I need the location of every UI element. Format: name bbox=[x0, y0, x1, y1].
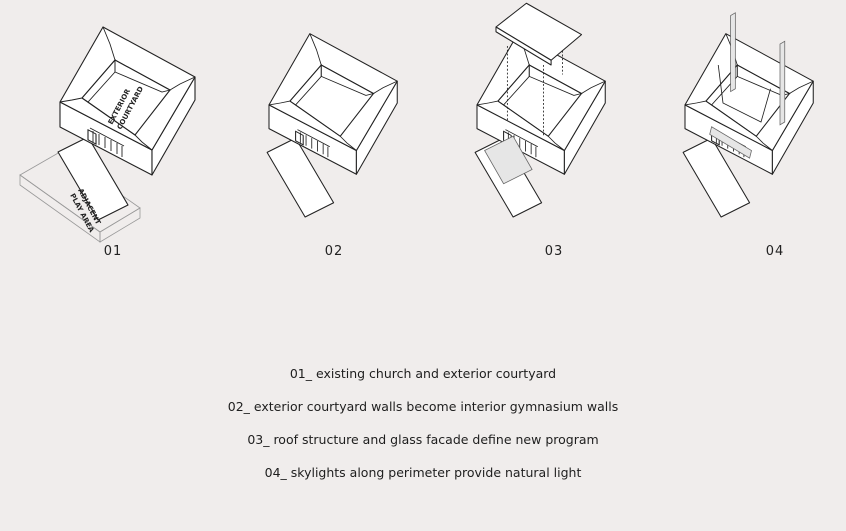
step-number-01: 01 bbox=[103, 244, 123, 259]
caption-02: 02_ exterior courtyard walls become inte… bbox=[227, 399, 619, 414]
glass-facade bbox=[709, 126, 752, 159]
diagram-04 bbox=[682, 12, 814, 218]
skylight-left bbox=[730, 12, 736, 93]
caption-03: 03_ roof structure and glass facade defi… bbox=[247, 432, 599, 447]
glass-facade bbox=[484, 135, 533, 185]
step-number-02: 02 bbox=[324, 244, 344, 259]
diagram-02 bbox=[266, 33, 398, 218]
step-number-03: 03 bbox=[544, 244, 564, 259]
diagram-01: EXTERIOR COURTYARD ADJACENT PLAY AREA bbox=[19, 26, 196, 243]
diagram-03 bbox=[474, 2, 606, 218]
step-number-04: 04 bbox=[765, 244, 785, 259]
caption-01: 01_ existing church and exterior courtya… bbox=[289, 366, 557, 381]
caption-04: 04_ skylights along perimeter provide na… bbox=[264, 465, 582, 480]
skylight-right bbox=[779, 40, 786, 126]
